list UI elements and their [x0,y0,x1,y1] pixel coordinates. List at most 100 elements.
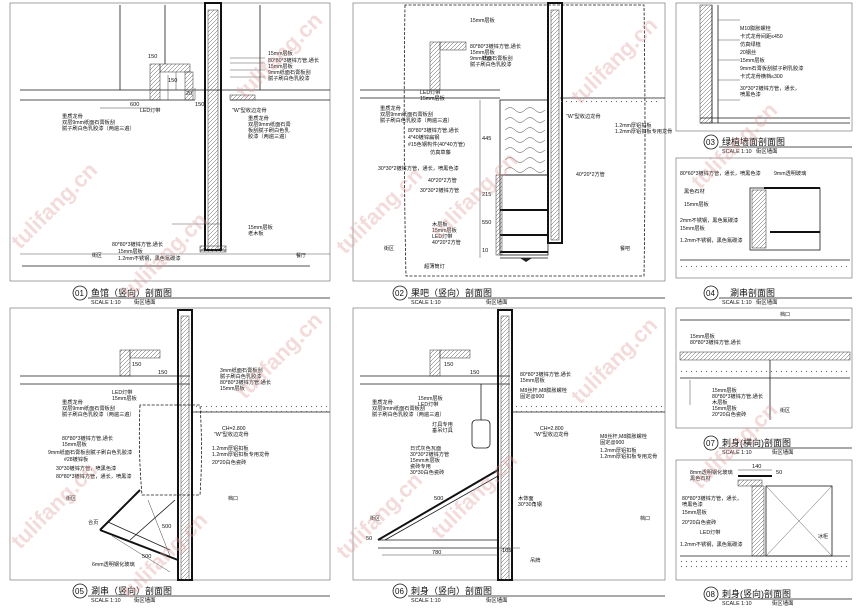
panel-title: 果吧（竖向）剖面图 [411,287,492,298]
p6-note: M8丝杆,M8膨胀螺栓 [600,432,648,440]
panel-number: 06 [395,587,404,596]
p3-note: 30*30*2镀锌方管，通长， [740,84,800,92]
p6-note: 固定@900 [600,438,624,446]
p3-note: 20钢丝 [740,48,756,56]
panel-number-badge [392,583,408,599]
p4-note: 15mm层板 [680,224,706,232]
panel-04-frame [675,157,853,279]
p1-note: 板刮腻子刷白色乳 [248,126,290,134]
panel-scale: SCALE 1:10 [411,300,441,306]
panel-02-frame [352,2,666,282]
panel-number: 08 [706,590,715,599]
p7-note: 木层板 [712,398,728,406]
panel-subtitle: 街区墙面 [756,298,778,306]
p5-dim: 150 [158,370,167,376]
p6-note: 30*30角钢 [518,500,542,508]
p2-note: 15mm层板 [470,48,496,56]
panel-04-labels: 80*60*3镀锌方管，通长，喷黑色漆 9mm透明玻璃 黑色石材 15mm层板 … [680,169,806,244]
p2-dim: 10 [482,248,488,254]
p5-note: LED灯带 [112,388,132,396]
p2-note: 9mm纸面石膏板刮 [470,54,513,62]
p6-note: 1.2mm厚铝扣板专用龙骨 [600,452,657,460]
p2-note: 仿真草藤 [430,148,452,156]
p6-note: 腻子刷白色乳胶漆（两遍三遍） [372,410,445,418]
panel-subtitle: 街区墙面 [134,298,156,306]
panel-scale: SCALE 1:10 [722,450,752,456]
p1-note: 胶漆（两遍三遍） [248,132,290,140]
p4-note: 80*60*3镀锌方管，通长，喷黑色漆 [680,169,761,177]
p4-note: 黑色石材 [684,187,705,195]
p1-dim: 150 [195,102,204,108]
p6-note: 灯具专用 [432,420,453,428]
p1-note: 9mm纸面石膏板刮 [268,68,311,76]
p8-note: 15mm层板 [682,508,708,516]
panel-03-labels: M10膨胀螺栓 卡式龙骨间距≤450 仿真绿植 20钢丝 15mm层板 9mm石… [740,24,803,98]
p5-note: 9mm纸面石膏板刮腻子刷白色乳胶漆 [48,448,132,456]
p1-note: 腻子刷白色乳胶漆（两遍三遍） [62,124,135,132]
p8-note: 喷黑色漆 [682,500,703,508]
p2-note: 木层板 [432,220,448,228]
p7-note: 80*80*3镀锌方管,通长 [712,392,764,400]
p6-note: "W"型收边龙骨 [534,430,569,438]
panel-06-drawing [360,309,665,581]
panel-title: 刺身（竖向）剖面图 [411,585,492,596]
p5-note: "W"型收边龙骨 [214,430,249,438]
watermark: tulifang.cn [566,12,662,108]
panel-01-frame [9,2,331,282]
p1-note: 80*80*3镀锌方管,通长 [268,56,320,64]
panel-02-drawing [360,2,665,277]
watermarks: tulifang.cn tulifang.cn tulifang.cn tuli… [6,7,782,603]
p2-note: 80*80*3镀锌方管,通长 [470,42,522,50]
p1-note: 双层9mm纸面石膏板刮 [62,118,115,126]
panel-subtitle: 街区墙面 [772,599,794,607]
p8-note: 黑色石材 [690,474,711,482]
p5-note: 双层9mm纸面石膏板刮 [62,404,115,412]
p1-note: 15mm层板 [268,62,294,70]
p5-note: 合页 [88,518,98,526]
p5-note: 重质龙骨 [62,398,83,406]
p6-dim: 150 [470,370,479,376]
p2-tag: 餐吧 [620,245,630,252]
p7-note: 15mm层板 [712,386,738,394]
panel-scale: SCALE 1:10 [91,598,121,604]
p2-note: 双层9mm纸面石膏板刮 [380,110,433,118]
p6-note: LED灯带 [418,400,438,408]
p5-note: 15mm层板 [112,394,138,402]
p2-note: "W"型收边龙骨 [566,112,601,120]
p5-note: 1.2mm厚铝扣板专用龙骨 [212,450,269,458]
watermark: tulifang.cn [231,7,327,103]
p6-note: 30*30白色瓷砖 [410,468,444,476]
p6-note: 垂吊灯具 [432,426,453,434]
panel-04-drawing [680,187,850,270]
panel-title: 刺身(横向)剖面图 [722,437,791,448]
p5-dim: 500 [142,554,151,560]
watermark: tulifang.cn [6,157,102,253]
panel-frames [9,2,853,581]
p6-note: 80*80*3镀锌方管,通长 [520,370,572,378]
p6-note: 1.2mm厚铝扣板 [600,446,637,454]
p1-note: 15mm层板 [248,223,274,231]
p7-tag: 档口 [780,311,790,318]
title-block-04: 04 涮串剖面图 SCALE 1:10 街区墙面 [703,285,852,306]
watermark: tulifang.cn [231,307,327,403]
p7-note: 15mm层板 [712,404,738,412]
p2-note: LED灯带 [432,232,452,240]
p1-note: 15mm层板 [118,247,144,255]
panel-number-badge [72,583,88,599]
watermark: tulifang.cn [331,162,427,258]
p7-note: 20*20白色瓷砖 [712,410,746,418]
p5-note: CH=2.800 [222,426,246,432]
title-block-01: 01 鱼馆（竖向）剖面图 SCALE 1:10 街区墙面 [72,285,330,306]
p2-note: 腻子刷白色乳胶漆（两遍三遍） [380,116,453,124]
panel-07-frame [675,307,853,429]
panel-number-badge [392,285,408,301]
panel-subtitle: 街区墙面 [756,147,778,155]
p1-dim: 150 [168,78,177,84]
p5-note: 腻子刷白色乳胶漆 [220,372,262,380]
panel-subtitle: 街区墙面 [772,448,794,456]
panel-number: 02 [395,289,404,298]
p3-note: 9mm石膏板刮腻子刷乳胶漆 [740,64,803,72]
panel-05-drawing [20,309,330,581]
panel-subtitle: 街区墙面 [486,298,508,306]
